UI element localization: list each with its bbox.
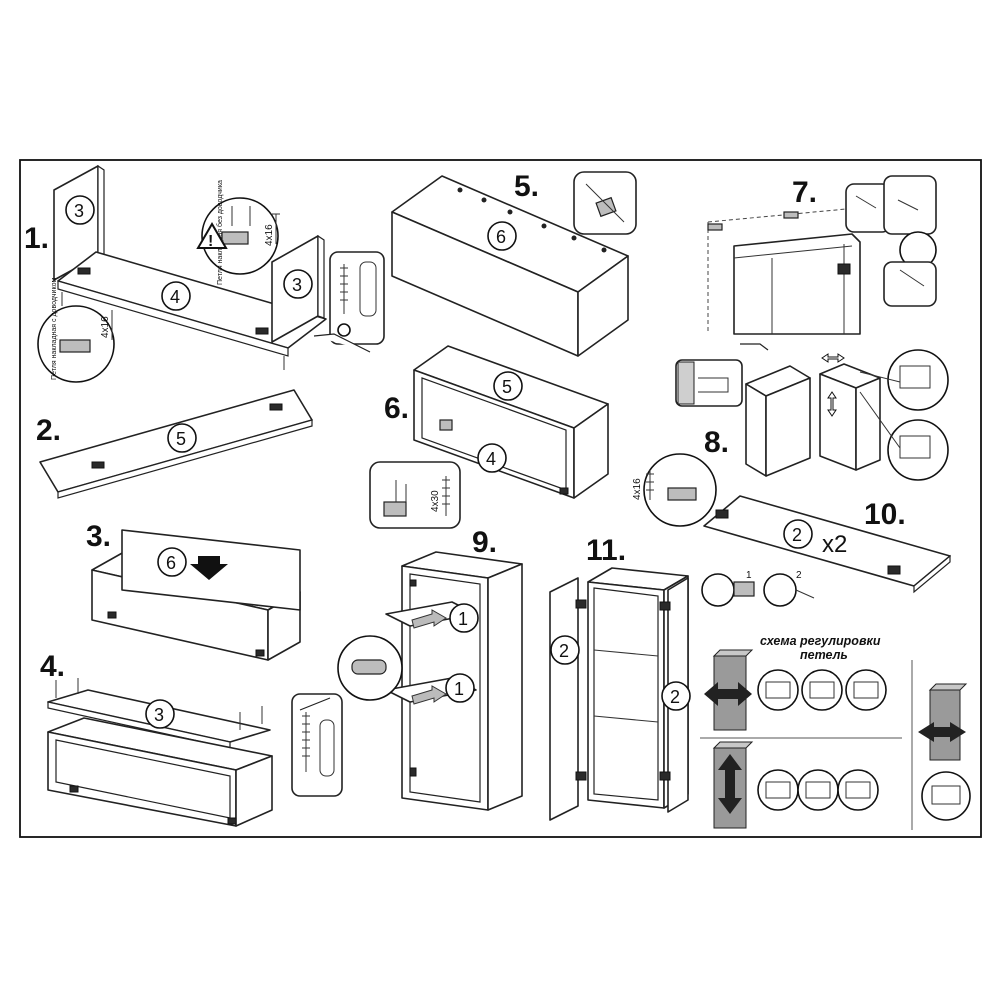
- up-down-arrow-b: [718, 754, 742, 814]
- sheet-border: [19, 159, 982, 838]
- hinge-position-2: 2: [796, 570, 802, 581]
- step-4: 4. 3: [40, 650, 343, 827]
- part-5-badge-step2: [167, 423, 197, 453]
- part-5-badge-step6: [493, 371, 523, 401]
- step-11-number: 11.: [586, 534, 626, 567]
- screw-detail-box-step4: [291, 693, 343, 797]
- hinge-plate-right: [255, 327, 269, 335]
- step-10: 10. 2 x2 4x16: [632, 453, 951, 594]
- step-2: 2. 5: [36, 389, 313, 499]
- screw-size-4x16-bottom: 4x16: [100, 316, 111, 338]
- hinge-note-with-pad: Петля накладная с доводчиком: [51, 278, 58, 380]
- hinge-adjustment-scheme: схема регулировки петель: [700, 634, 971, 830]
- part-6-badge-step5: [487, 221, 517, 251]
- part-1-label-top: 1: [458, 609, 468, 629]
- step-4-number: 4.: [40, 650, 65, 683]
- part-1-badge-bottom: [445, 673, 475, 703]
- step-9-number: 9.: [472, 526, 497, 559]
- part-2-badge-left-door: [550, 635, 580, 665]
- part-5-label-step2: 5: [176, 429, 186, 449]
- part-3-badge-right: [283, 269, 313, 299]
- step-6-number: 6.: [384, 392, 409, 425]
- step-1-number: 1.: [24, 222, 49, 255]
- part-2-badge-right-door: [661, 681, 691, 711]
- part-3-badge-step4: [145, 699, 175, 729]
- part-4-label: 4: [170, 287, 180, 307]
- detail-box-step7-b: [883, 175, 937, 235]
- part-4-badge: [161, 281, 191, 311]
- screw-size-4x16-top: 4x16: [264, 224, 275, 246]
- part-3-badge-left: [65, 195, 95, 225]
- shelf-arrow-top: [411, 609, 447, 629]
- step-1: 1. 3 4 3 4x16 Петля накладная без доводч…: [24, 164, 385, 383]
- part-3-label-left: 3: [74, 201, 84, 221]
- part-4-label-step6: 4: [486, 449, 496, 469]
- step-7: 7.: [707, 175, 937, 335]
- depth-arrow-c: [918, 722, 966, 742]
- screw-size-4x30: 4x30: [430, 490, 441, 512]
- hinge-plate-left: [77, 267, 91, 275]
- step-6: 6. 5 4 4x30: [369, 345, 609, 529]
- part-3-label-step4: 3: [154, 705, 164, 725]
- hinge-note-without-pad: Петля накладная без доводчика: [216, 180, 224, 285]
- left-right-arrow-a: [704, 682, 752, 706]
- part-2-label-right-door: 2: [670, 687, 680, 707]
- part-2-label-left-door: 2: [559, 641, 569, 661]
- screw-size-4x16-step10: 4x16: [632, 478, 643, 500]
- hinge-position-1: 1: [746, 570, 752, 581]
- part-1-badge-top: [449, 603, 479, 633]
- part-3-label-right: 3: [292, 275, 302, 295]
- part-4-badge-step6: [477, 443, 507, 473]
- shelf-arrow-bottom: [411, 685, 447, 705]
- detail-circle-step8-bottom: [887, 419, 949, 481]
- part-6-label-step3: 6: [166, 553, 176, 573]
- quantity-x2: x2: [822, 531, 847, 558]
- warning-triangle: [196, 222, 228, 249]
- part-6-badge-step3: [157, 547, 187, 577]
- step-3: 3. 6: [86, 520, 301, 661]
- step-7-number: 7.: [792, 176, 817, 209]
- step-10-number: 10.: [864, 498, 906, 531]
- down-arrow-step3: [190, 556, 228, 580]
- part-2-label-step10: 2: [792, 525, 802, 545]
- step-8-number: 8.: [704, 426, 729, 459]
- adjust-caption-line1: схема регулировки: [760, 634, 881, 648]
- step-5-number: 5.: [514, 170, 539, 203]
- step-11: 11. 2 2 1 2: [549, 534, 815, 821]
- detail-box-step7-c: [883, 261, 937, 307]
- left-right-arrow-step8: [821, 353, 845, 363]
- step-3-number: 3.: [86, 520, 111, 553]
- step-2-number: 2.: [36, 414, 61, 447]
- part-2-badge-step10: [783, 519, 813, 549]
- adjust-caption-line2: петель: [800, 648, 848, 662]
- part-1-label-bottom: 1: [454, 679, 464, 699]
- part-5-label-step6: 5: [502, 377, 512, 397]
- step-9: 9. 1 1: [337, 526, 523, 811]
- detail-circle-step8-top: [887, 349, 949, 411]
- up-down-arrow-step8: [827, 391, 837, 417]
- step-5: 5. 6: [391, 170, 637, 357]
- panel-adjust-c: [929, 689, 961, 761]
- step-8: 8.: [675, 343, 949, 481]
- part-6-label-step5: 6: [496, 227, 506, 247]
- warning-symbol: !: [208, 233, 213, 250]
